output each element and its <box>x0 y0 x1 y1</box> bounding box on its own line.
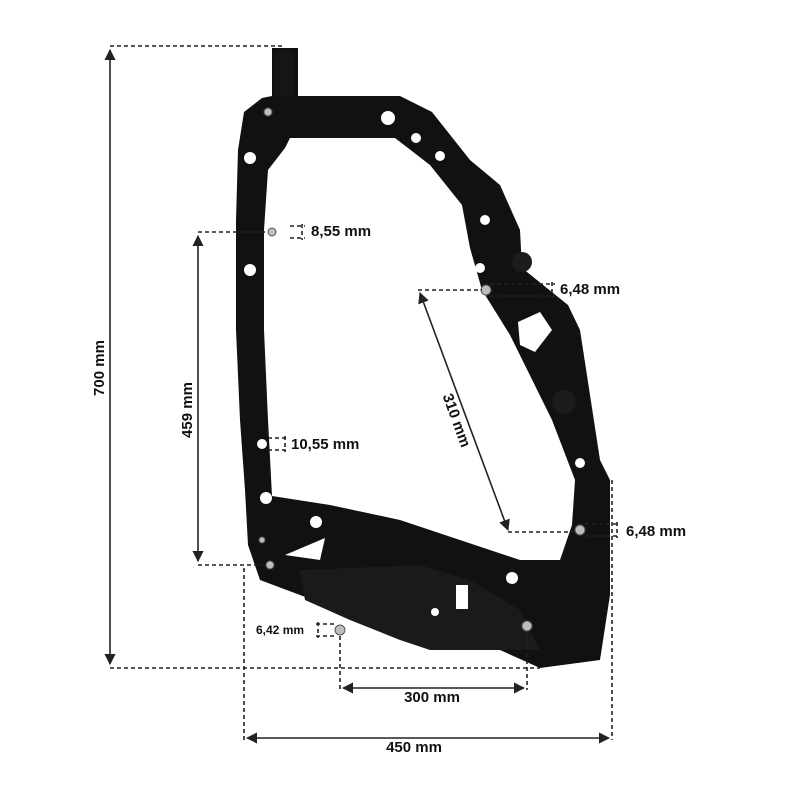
label-diagonal: 310 mm <box>439 391 474 449</box>
label-hole-top-left: 8,55 mm <box>311 223 371 240</box>
label-inner-height: 459 mm <box>179 382 196 438</box>
headlight-bracket <box>236 48 610 668</box>
label-hole-bottom-right: 6,48 mm <box>626 523 686 540</box>
label-hole-bottom-left: 6,42 mm <box>256 623 304 637</box>
label-total-width: 450 mm <box>386 739 442 756</box>
label-hole-mid-left: 10,55 mm <box>291 436 359 453</box>
label-total-height: 700 mm <box>91 340 108 396</box>
dimension-lines <box>104 45 620 744</box>
label-hole-top-right: 6,48 mm <box>560 281 620 298</box>
label-bottom-inner-width: 300 mm <box>404 689 460 706</box>
